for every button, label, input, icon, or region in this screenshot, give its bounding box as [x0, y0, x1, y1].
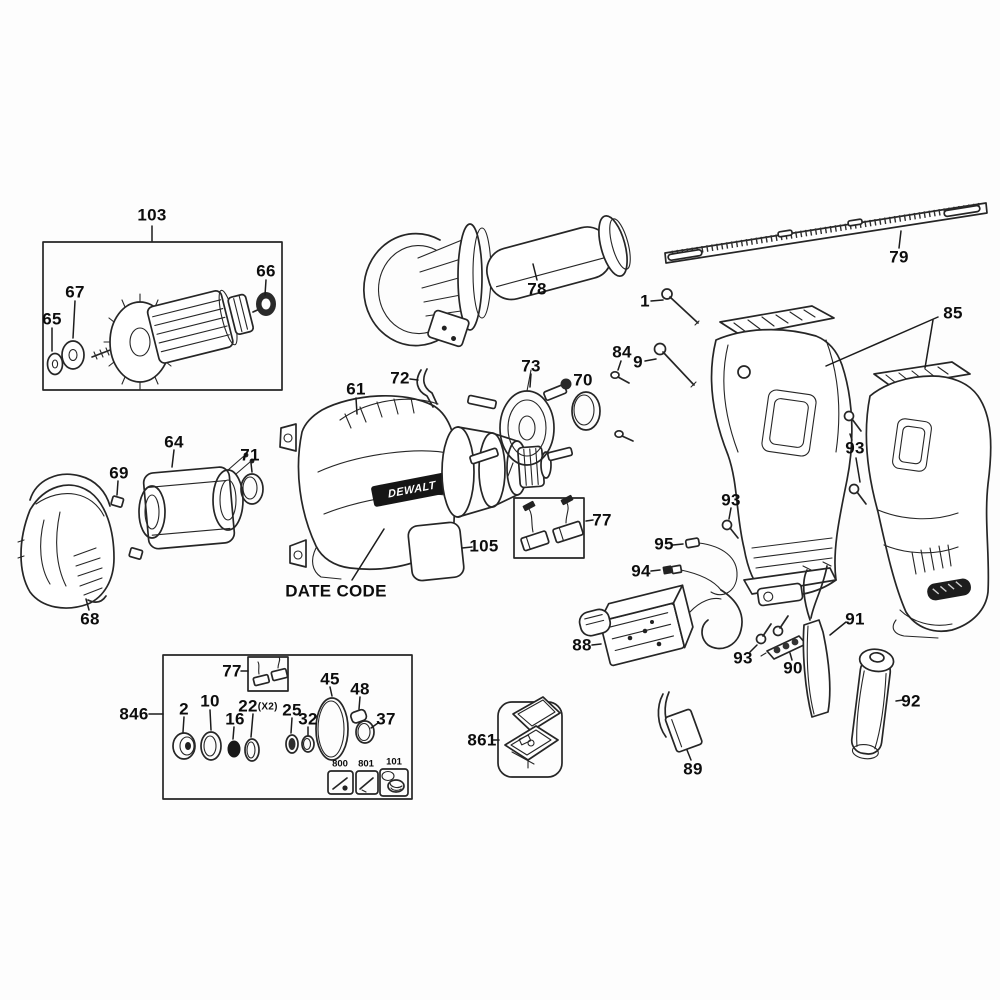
- callout-84: 84: [612, 342, 632, 362]
- leader-lines: [51, 225, 939, 761]
- callout-48: 48: [350, 679, 370, 699]
- callout-91: 91: [845, 609, 865, 629]
- callout-66: 66: [256, 261, 276, 281]
- switch-88: [578, 584, 694, 667]
- callout-95: 95: [654, 534, 674, 554]
- callout-92: 92: [901, 691, 921, 711]
- screw-93-right-top: [843, 410, 862, 432]
- callout-88: 88: [572, 635, 592, 655]
- callout-101: 101: [386, 756, 402, 768]
- callout-2: 2: [179, 699, 189, 719]
- part-32-ring: [301, 735, 315, 753]
- side-handle-78: [363, 215, 631, 348]
- callout-103: 103: [137, 205, 167, 225]
- callout-67: 67: [65, 282, 85, 302]
- ring-71: [240, 473, 264, 505]
- connector-95: [684, 537, 738, 596]
- brush-kit-box-77: [513, 494, 585, 559]
- bearing-66: [256, 292, 276, 316]
- part-25-ring: [285, 734, 299, 754]
- cord-protector-91: [802, 561, 832, 718]
- part-22-ring: [244, 738, 260, 762]
- housing-half-right-85: [865, 361, 992, 639]
- clip-72: [416, 368, 438, 408]
- callout-64: 64: [164, 432, 184, 452]
- callout-22: 22(X2): [238, 696, 278, 716]
- label-sticker-105: [407, 521, 465, 582]
- callout-45: 45: [320, 669, 340, 689]
- screw-93-right-bottom: [848, 483, 867, 505]
- end-cap-68: [17, 473, 115, 609]
- service-kit-box-846: [162, 654, 413, 800]
- callout-94: 94: [631, 561, 651, 581]
- callout-89: 89: [683, 759, 703, 779]
- brush-holder-73: [466, 369, 574, 477]
- callout-93-bottom: 93: [733, 648, 753, 668]
- callout-37: 37: [376, 709, 396, 729]
- callout-16: 16: [225, 709, 245, 729]
- callout-72: 72: [390, 368, 410, 388]
- part-2-bearing: [172, 732, 196, 760]
- callout-105: 105: [469, 536, 499, 556]
- callout-71: 71: [240, 445, 260, 465]
- screw-93-bottom-1: [755, 623, 772, 645]
- kit-brush-a: [252, 673, 271, 687]
- callout-9: 9: [633, 352, 643, 372]
- callout-801: 801: [358, 758, 374, 770]
- kit-case-861: [497, 696, 563, 778]
- grease-box-801: [355, 770, 379, 795]
- part-10-ring: [200, 731, 222, 761]
- callout-90: 90: [783, 658, 803, 678]
- date-code-label: DATE CODE: [285, 581, 387, 601]
- callout-1: 1: [640, 291, 650, 311]
- part-box-101: [379, 768, 409, 797]
- part-45-oring: [315, 697, 349, 761]
- callout-78: 78: [527, 279, 547, 299]
- callout-79: 79: [889, 247, 909, 267]
- armature-kit-box-103: [42, 241, 283, 391]
- wire-harness: [689, 589, 743, 650]
- callout-77-box: 77: [222, 661, 242, 681]
- screw-84-b: [614, 429, 634, 442]
- callout-65: 65: [42, 309, 62, 329]
- callout-85: 85: [943, 303, 963, 323]
- callout-22-qty: (X2): [257, 701, 278, 713]
- armature: [91, 289, 265, 391]
- callout-70: 70: [573, 370, 593, 390]
- power-cord-92: [850, 648, 895, 760]
- screw-9: [653, 342, 697, 388]
- screw-93-left: [721, 519, 739, 539]
- callout-77-center: 77: [592, 510, 612, 530]
- callout-846: 846: [119, 704, 149, 724]
- callout-861: 861: [467, 730, 497, 750]
- ring-70: [571, 391, 601, 431]
- grease-box-800: [327, 770, 354, 795]
- callout-93-left: 93: [721, 490, 741, 510]
- connector-94: [662, 564, 722, 591]
- housing-half-left-85: [710, 305, 853, 607]
- callout-10: 10: [200, 691, 220, 711]
- callout-61: 61: [346, 379, 366, 399]
- depth-rod-79: [664, 202, 988, 264]
- lever-89: [657, 691, 703, 753]
- field-stator-64: [138, 452, 255, 550]
- callout-32: 32: [298, 709, 318, 729]
- callout-68: 68: [80, 609, 100, 629]
- screw-93-bottom-2: [772, 615, 789, 637]
- callout-93-right: 93: [845, 438, 865, 458]
- part-16-seal: [227, 740, 241, 758]
- callout-800: 800: [332, 758, 348, 770]
- brush-block-69: [110, 495, 144, 560]
- kit-brush-b: [270, 667, 289, 682]
- part-37-oring: [355, 720, 375, 744]
- callout-73: 73: [521, 356, 541, 376]
- callout-69: 69: [109, 463, 129, 483]
- screw-1: [661, 288, 700, 326]
- washer-67: [61, 340, 85, 370]
- washer-65: [46, 352, 64, 376]
- callout-25: 25: [282, 700, 302, 720]
- screw-84: [610, 370, 630, 384]
